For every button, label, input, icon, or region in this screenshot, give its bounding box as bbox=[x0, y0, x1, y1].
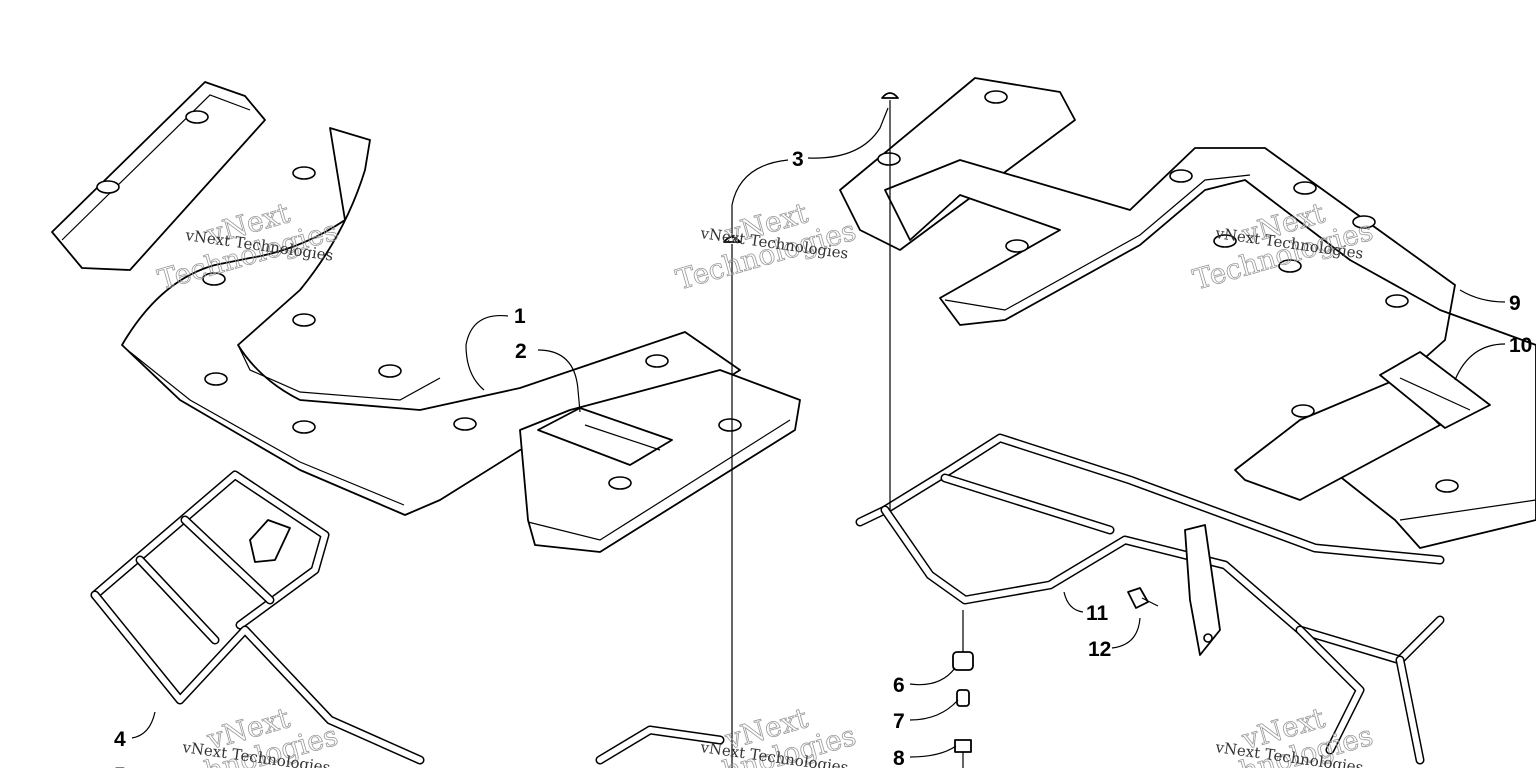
callout-11: 11 bbox=[1086, 602, 1109, 625]
callout-7: 7 bbox=[893, 710, 905, 733]
front-frame-left bbox=[90, 470, 725, 765]
callout-10: 10 bbox=[1509, 334, 1532, 357]
callout-1: 1 bbox=[514, 305, 526, 328]
callout-6: 6 bbox=[893, 674, 905, 697]
callout-5: 5 bbox=[114, 764, 126, 768]
callout-12: 12 bbox=[1088, 638, 1111, 661]
callout-2: 2 bbox=[515, 340, 527, 363]
callout-4: 4 bbox=[114, 728, 126, 751]
callout-3: 3 bbox=[792, 148, 804, 171]
leader-lines bbox=[131, 107, 1506, 758]
rear-frame-right bbox=[855, 433, 1445, 765]
callout-labels: 1 2 3 4 5 6 7 8 9 10 11 12 bbox=[114, 148, 1532, 772]
fasteners bbox=[723, 92, 1159, 768]
callout-8: 8 bbox=[893, 747, 905, 768]
callout-9: 9 bbox=[1509, 292, 1521, 315]
front-rack-left bbox=[51, 81, 801, 553]
rear-rack-right bbox=[839, 77, 1536, 549]
